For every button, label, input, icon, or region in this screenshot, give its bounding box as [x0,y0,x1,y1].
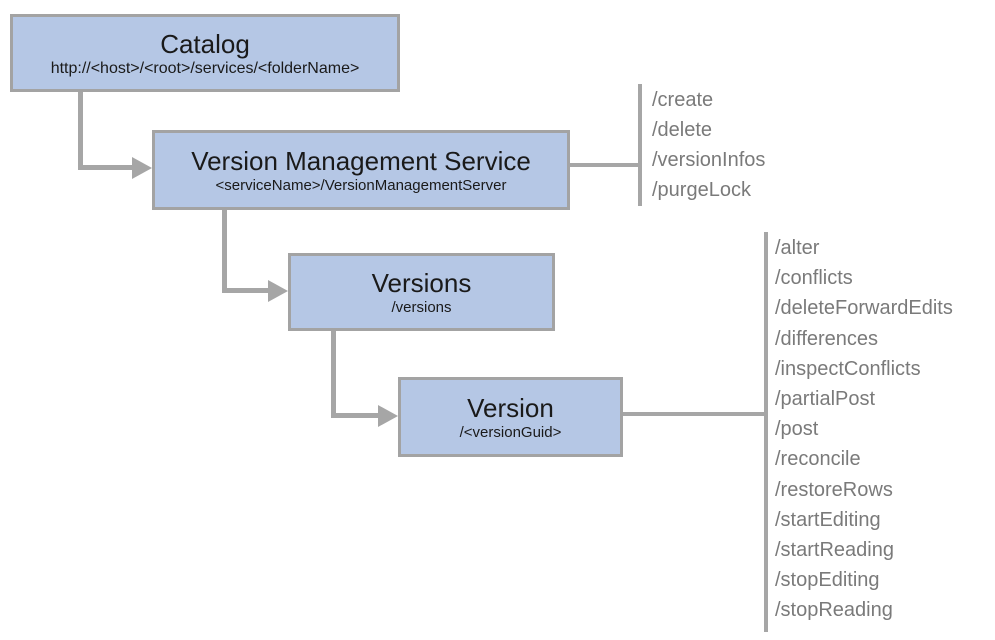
operation-label: /conflicts [775,267,853,290]
operation-label: /purgeLock [652,179,751,201]
operation-label: /deleteForwardEdits [775,297,953,320]
operation-label: /versionInfos [652,149,766,171]
connector-version-operations [621,412,766,416]
versions-title: Versions [371,267,472,298]
node-version-management-service: Version Management Service <serviceName>… [152,130,570,210]
versions-url-pattern: /versions [391,298,452,316]
vms-url-pattern: <serviceName>/VersionManagementServer [215,176,507,194]
operation-label: /stopReading [775,599,893,622]
operation-label: /startEditing [775,508,881,531]
version-operations-bracket-line [764,232,768,632]
operation-label: /stopEditing [775,569,880,592]
connector-catalog-vms-vertical [78,91,83,170]
catalog-url-pattern: http://<host>/<root>/services/<folderNam… [50,59,360,77]
vms-title: Version Management Service [191,145,531,176]
operation-label: /partialPost [775,388,876,411]
operation-label: /differences [775,327,879,350]
connector-versions-version-horizontal [331,413,382,418]
connector-vms-operations [568,163,640,167]
operation-label: /delete [652,119,713,141]
operation-label: /create [652,89,714,111]
operation-label: /inspectConflicts [775,357,921,380]
node-versions: Versions /versions [288,253,555,331]
arrowhead-into-versions-icon [268,280,288,302]
node-version: Version /<versionGuid> [398,377,623,457]
operation-label: /alter [775,237,820,259]
version-title: Version [467,392,554,423]
operation-label: /post [775,418,819,441]
operation-label: /restoreRows [775,478,893,501]
version-url-pattern: /<versionGuid> [459,423,562,441]
vms-operations-list: /create/delete/versionInfos/purgeLock [652,85,765,205]
connector-vms-versions-vertical [222,208,227,293]
version-operations-list: /alter/conflicts/deleteForwardEdits/diff… [775,233,953,626]
node-catalog: Catalog http://<host>/<root>/services/<f… [10,14,400,92]
connector-vms-versions-horizontal [222,288,272,293]
arrowhead-into-vms-icon [132,157,152,179]
vms-operations-bracket-line [638,84,642,206]
operation-label: /reconcile [775,448,861,471]
operation-label: /startReading [775,539,894,562]
catalog-title: Catalog [160,28,250,59]
connector-versions-version-vertical [331,330,336,418]
arrowhead-into-version-icon [378,405,398,427]
connector-catalog-vms-horizontal [78,165,136,170]
